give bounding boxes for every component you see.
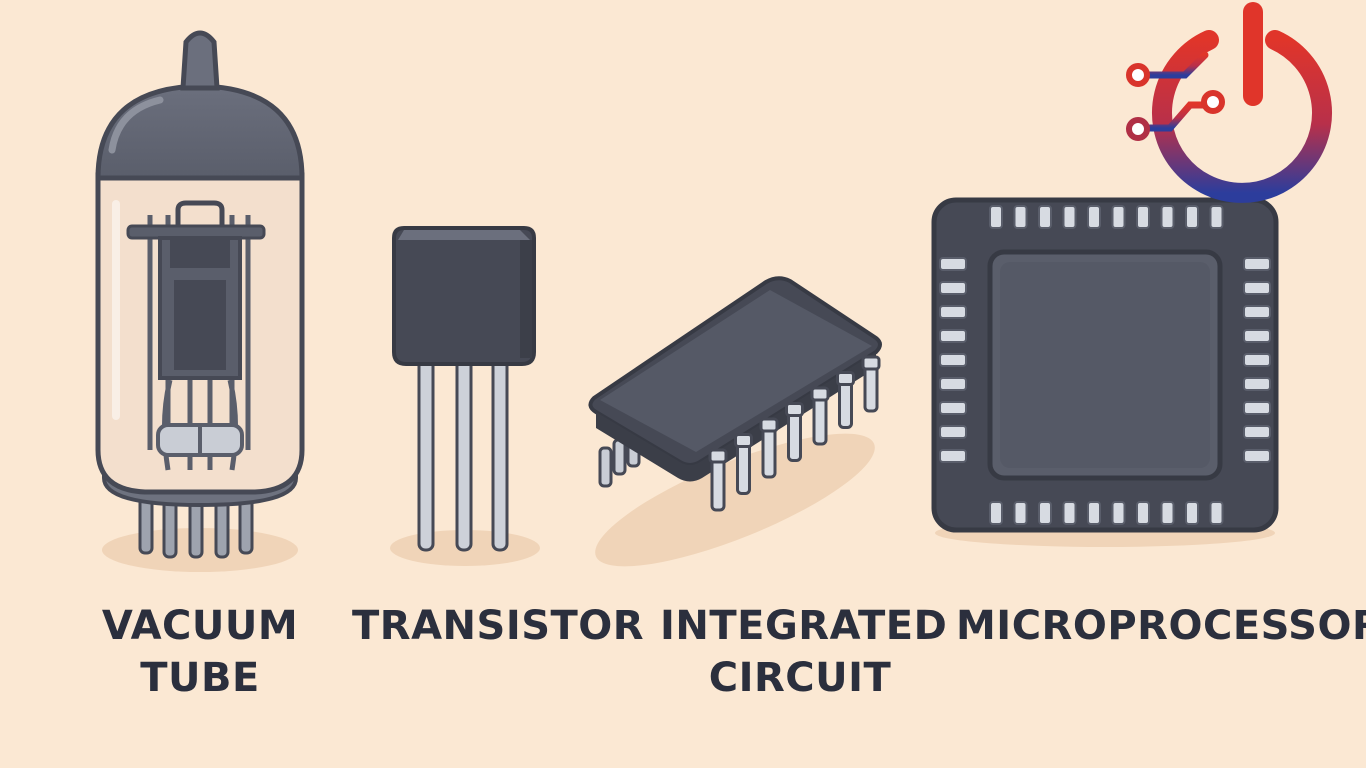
cpu-pin-left [939, 377, 967, 391]
cpu-pin-bottom [1136, 501, 1150, 525]
cpu-pin-right [1243, 449, 1271, 463]
cpu-pin-bottom [1185, 501, 1199, 525]
integrated-circuit-icon [588, 276, 882, 567]
cpu-pin-top [1013, 205, 1028, 229]
cpu-pin-left [939, 281, 967, 295]
cpu-pin-bottom [1062, 501, 1077, 525]
ic-front-pins [708, 355, 881, 512]
transistor-icon [390, 226, 540, 566]
vacuum-tube-label: VACUUM TUBE [100, 600, 300, 704]
cpu-pin-top [1209, 205, 1224, 229]
cpu-pin-bottom [1038, 501, 1052, 525]
cpu-pin-left [939, 425, 967, 439]
ic-shadow [595, 433, 875, 567]
ic-pin-shoulder [810, 386, 830, 402]
integrated-circuit-label: INTEGRATED CIRCUIT [660, 600, 948, 704]
cpu-pin-right [1243, 353, 1271, 367]
vacuum-tube-icon [95, 30, 305, 572]
cpu-pin-bottom [1111, 501, 1126, 525]
cpu-pin-right [1243, 305, 1271, 319]
microprocessor-label-line-1: MICROPROCESSOR [956, 603, 1366, 649]
cpu-pin-top [1160, 205, 1175, 229]
cpu-pin-right [1243, 425, 1271, 439]
cpu-pin-bottom [1160, 501, 1175, 525]
cpu-pin-left [939, 401, 967, 415]
integrated-circuit-label-line-2: CIRCUIT [708, 655, 892, 701]
cpu-pin-left [939, 449, 967, 463]
cpu-pin-top [1136, 205, 1150, 229]
integrated-circuit-label-line-1: INTEGRATED [660, 603, 948, 649]
transistor-legs [417, 358, 509, 552]
cpu-pin-top [1185, 205, 1199, 229]
cpu-pin-right [1243, 257, 1271, 271]
ic-pin-shoulder [708, 448, 728, 464]
cpu-pin-bottom [1013, 501, 1028, 525]
ic-pin-shoulder [759, 417, 779, 433]
cpu-pin-right [1243, 401, 1271, 415]
microprocessor-icon [931, 197, 1279, 547]
cpu-pin-bottom [1209, 501, 1224, 525]
microprocessor-label: MICROPROCESSOR [956, 600, 1366, 652]
ic-pin-shoulder [785, 402, 804, 417]
cpu-pin-left [939, 257, 967, 271]
cpu-pin-right [1243, 377, 1271, 391]
cpu-pin-left [939, 305, 967, 319]
cpu-pin-bottom [989, 501, 1003, 525]
ic-pin-shoulder [861, 355, 881, 371]
cpu-pin-top [1111, 205, 1126, 229]
vacuum-tube-label-line-1: VACUUM [101, 603, 299, 649]
cpu-pin-left [939, 353, 967, 367]
cpu-pin-bottom [1087, 501, 1101, 525]
ic-pin-shoulder [734, 433, 753, 448]
cpu-pin-right [1243, 329, 1271, 343]
cpu-pin-top [1087, 205, 1101, 229]
cpu-pin-top [1038, 205, 1052, 229]
transistor-label-line-1: TRANSISTOR [352, 603, 645, 649]
vacuum-tube-label-line-2: TUBE [140, 655, 260, 701]
ic-back-pin [612, 438, 627, 476]
ic-pin-shoulder [836, 371, 855, 386]
cpu-pin-left [939, 329, 967, 343]
microprocessor-pins [939, 205, 1271, 525]
cpu-pin-right [1243, 281, 1271, 295]
cpu-pin-top [1062, 205, 1077, 229]
cpu-pin-top [989, 205, 1003, 229]
transistor-label: TRANSISTOR [352, 600, 645, 652]
power-circuit-logo-icon [1126, 2, 1332, 203]
